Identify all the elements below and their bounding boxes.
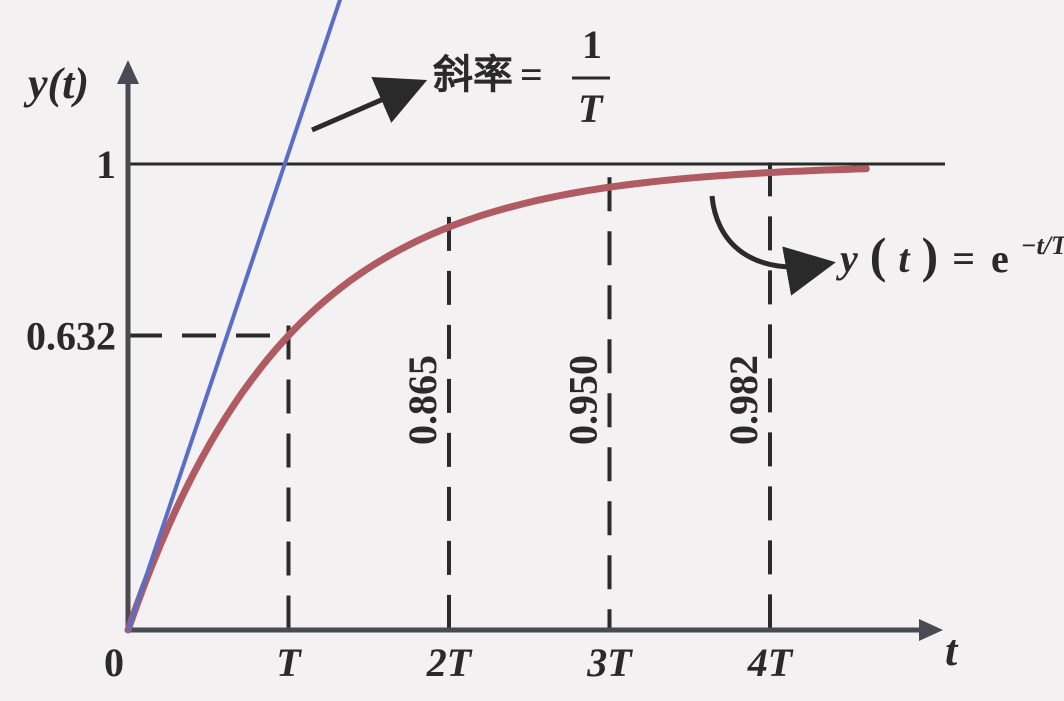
formula-arg: t xyxy=(898,236,911,281)
marker-value-labels: 0.865 0.950 0.982 xyxy=(400,355,766,445)
slope-text: 斜率 xyxy=(433,52,513,97)
x-axis-arrow-icon xyxy=(919,619,943,641)
tangent-line xyxy=(126,0,343,632)
formula-equals: = xyxy=(952,236,975,281)
marker-value-label: 0.865 xyxy=(400,355,445,445)
x-tick-label: 4T xyxy=(747,640,794,685)
y-axis-arrow-icon xyxy=(117,60,139,84)
y-tick-label: 1 xyxy=(96,142,116,187)
series-group xyxy=(124,0,870,634)
marker-drop-lines xyxy=(128,162,772,630)
marker-value-label: 0.982 xyxy=(721,355,766,445)
formula-exponent: −t/T xyxy=(1021,231,1064,260)
origin-label: 0 xyxy=(104,640,124,685)
x-axis-title: t xyxy=(945,626,959,675)
response-curve-line xyxy=(124,165,870,634)
axes xyxy=(117,60,943,641)
y-tick-label: 0.632 xyxy=(26,313,116,358)
y-axis-title: y(t) xyxy=(23,59,89,108)
slope-equals: = xyxy=(520,52,543,97)
slope-numerator: 1 xyxy=(582,22,602,67)
formula-text: y ( t ) = e −t/T xyxy=(836,227,1064,283)
x-tick-label: T xyxy=(276,640,302,685)
slope-arrow-icon xyxy=(311,76,428,133)
slope-denominator: T xyxy=(578,86,604,131)
formula-open-paren: ( xyxy=(870,227,887,283)
x-tick-label: 2T xyxy=(426,640,473,685)
formula-base: e xyxy=(991,236,1009,281)
tick-labels: T 2T 3T 4T 0.632 1 xyxy=(26,142,794,685)
x-tick-label: 3T xyxy=(586,640,633,685)
formula-annotation: y ( t ) = e −t/T xyxy=(709,195,1064,296)
formula-lhs: y xyxy=(836,236,858,281)
slope-annotation: 斜率 = 1 T xyxy=(311,22,610,133)
marker-value-label: 0.950 xyxy=(561,355,606,445)
formula-arrow-icon xyxy=(709,195,836,296)
y-axis-title-text: y(t) xyxy=(23,59,89,108)
formula-close-paren: ) xyxy=(922,227,939,283)
